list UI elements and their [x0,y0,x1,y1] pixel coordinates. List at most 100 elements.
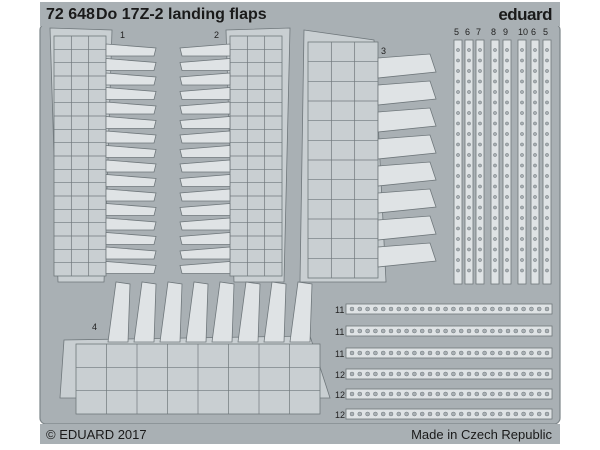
hinge-strip-hole [505,328,511,334]
strip-hole [545,153,549,157]
strip-hole [533,268,537,273]
strip-hole [533,90,537,94]
set-title: Do 17Z-2 landing flaps [96,6,267,23]
part-number-6-right: 6 [531,27,537,37]
strip-hole [456,58,460,63]
strip-hole [505,184,509,189]
strip-hole [467,216,471,220]
strip-hole [478,90,482,94]
strip-hole [533,121,537,126]
hinge-strip-hole [419,391,425,397]
strip-hole [533,58,537,63]
strip-hole [478,48,482,52]
hinge-strip-hole [536,328,542,334]
strip-part [475,39,485,285]
hinge-strip-hole [474,391,480,397]
hinge-strip-hole [458,391,464,397]
strip-hole [493,111,497,115]
strip-hole [467,111,471,115]
strip-hole [545,132,549,136]
hinge-strip-hole [427,328,433,334]
strip-hole [520,174,524,178]
hinge-strip-hole [380,350,386,356]
flap-part-2-rib [179,261,231,274]
part-number-8: 8 [491,27,497,37]
part-number-7: 7 [476,27,482,37]
strip-hole [467,90,471,94]
hinge-strip-hole [373,350,378,356]
hinge-strip-hole [505,411,511,417]
strip-hole [493,195,497,199]
hinge-strip-hole [497,411,503,417]
hinge-strip-hole [373,391,378,397]
strip-hole [545,142,549,147]
strip-hole [545,195,549,199]
hinge-strip-hole [419,306,425,312]
strip-hole [478,205,482,210]
strip-hole [478,69,482,73]
strip-hole [520,121,524,126]
strip-hole [505,174,509,178]
strip-hole [478,153,482,157]
strip-hole [505,90,509,94]
hinge-strip-hole [466,391,472,397]
hinge-strip-hole [443,306,448,312]
part-number-12-b: 12 [335,390,346,400]
hinge-strip-hole [396,306,402,312]
part-number-3: 3 [381,46,387,56]
strip-hole [520,100,524,105]
strip-hole [478,268,482,273]
strip-hole [456,205,460,210]
hinge-strip-hole [388,306,394,312]
strip-part [490,39,500,285]
strip-hole [456,216,460,220]
hinge-strip-hole [505,391,511,397]
hinge-strip-hole [427,391,433,397]
hinge-strip-hole [474,350,480,356]
strip-hole [520,226,524,231]
strip-hole [478,163,482,168]
hinge-strip-hole [412,328,417,334]
strip-hole [456,90,460,94]
hinge-strip-hole [412,391,417,397]
strip-hole [456,163,460,168]
hinge-strip-hole [365,411,370,417]
hinge-strip-hole [435,350,441,356]
strip-hole [467,100,471,105]
hinge-strip-hole [349,350,355,356]
flap-part-1-rib [105,116,157,129]
hinge-strip-hole [443,411,448,417]
strip-hole [505,121,509,126]
flap-part-2-rib [179,58,231,71]
hinge-strip-hole [513,328,519,334]
hinge-strip-hole [529,328,534,334]
flap-part-2-rib [179,188,231,202]
part-number-5-right: 5 [543,27,549,37]
part-number-1: 1 [120,30,126,40]
flap-part-3-rib [377,53,437,79]
strip-hole [456,79,460,84]
hinge-strip-hole [458,306,464,312]
strip-hole [533,153,537,157]
hinge-strip-hole [357,306,363,312]
hinge-strip-hole [544,391,550,397]
copyright-text: © EDUARD 2017 [46,427,147,442]
strip-hole [456,121,460,126]
strip-hole [493,153,497,157]
hinge-strip-hole [544,306,550,312]
hinge-strip-hole [490,371,495,377]
hinge-strip-hole [365,371,370,377]
flap-part-2-rib [179,43,231,57]
hinge-strip-hole [536,306,542,312]
part-number-4: 4 [92,322,98,332]
hinge-strip-hole [490,391,495,397]
strip-hole [520,142,524,147]
hinge-strip-hole [536,371,542,377]
hinge-strip-hole [427,411,433,417]
strip-hole [520,216,524,220]
strip-hole [478,216,482,220]
hinge-strip-hole [529,371,534,377]
flap-part-2-rib [179,87,231,100]
hinge-strip-hole [412,411,417,417]
strip-hole [456,174,460,178]
